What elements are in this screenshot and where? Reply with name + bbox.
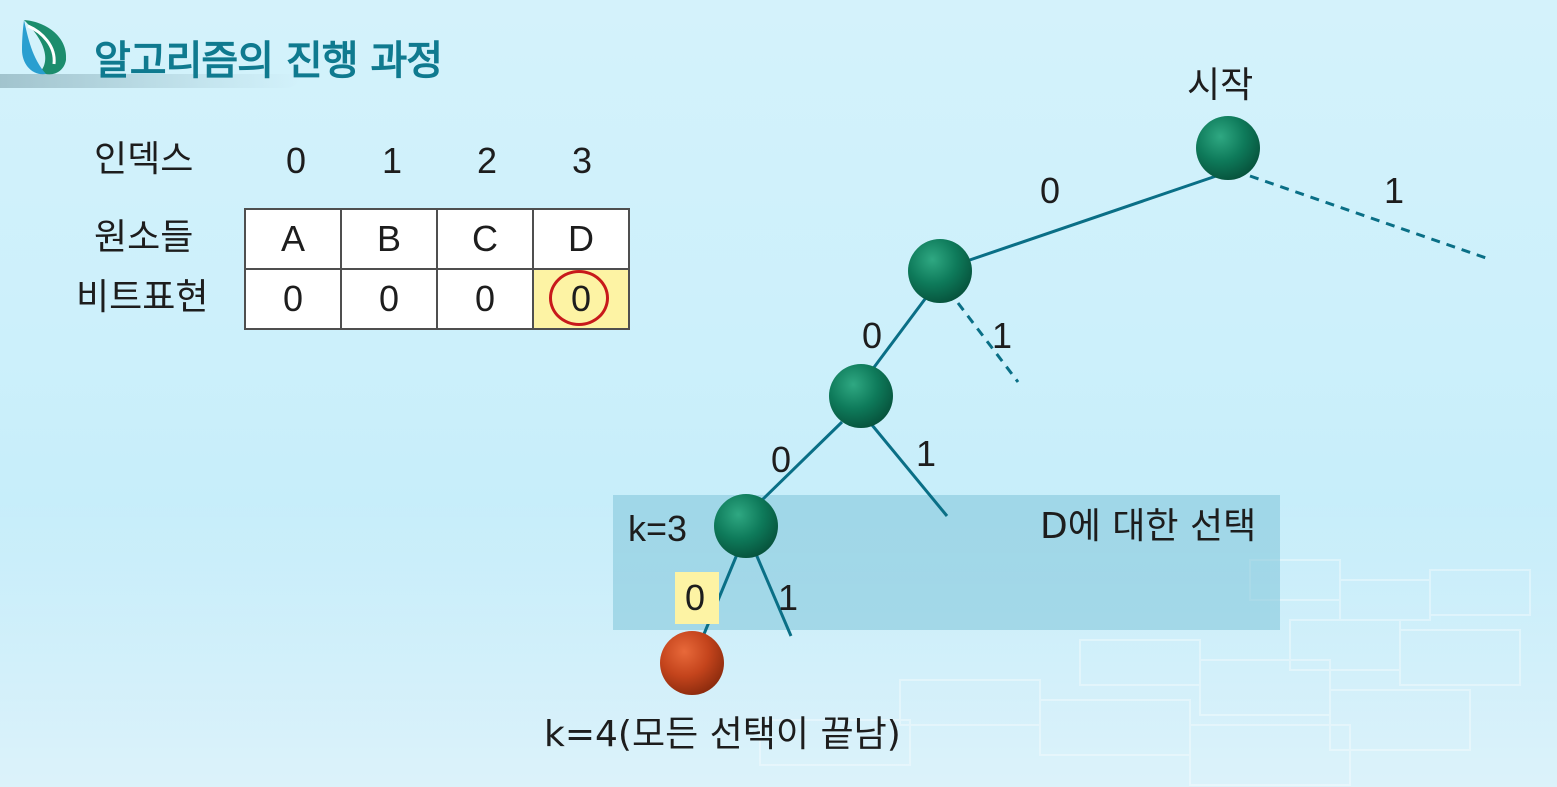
index-value: 1 (382, 140, 403, 181)
edge-label: 0 (862, 315, 882, 356)
start-label: 시작 (1187, 65, 1253, 106)
element-cell: A (244, 208, 342, 270)
tree-node-k3 (714, 494, 778, 558)
element-cell: C (436, 208, 534, 270)
edge-label: 0 (771, 439, 791, 480)
title-underline (0, 74, 300, 88)
bit-cell: 0 (436, 268, 534, 330)
index-value: 2 (477, 140, 498, 181)
chosen-edge-highlight (675, 572, 719, 624)
element-cell: D (532, 208, 630, 270)
edge-label: 1 (778, 577, 798, 618)
edge-n2-left (758, 420, 844, 504)
edge-label: 1 (992, 315, 1012, 356)
bit-cell-highlighted: 0 (532, 268, 630, 330)
index-value: 3 (572, 140, 593, 181)
edge-root-left (957, 170, 1229, 266)
tree-node-end (660, 631, 724, 695)
k3-label: k=3 (628, 508, 687, 549)
page-title: 알고리즘의 진행 과정 (94, 38, 443, 84)
current-bit-circle (549, 270, 609, 326)
bit-cell: 0 (340, 268, 438, 330)
elements-row: A B C D (244, 208, 630, 270)
edge-n2-right (870, 424, 949, 517)
tree-node-level1 (908, 239, 972, 303)
edge-label: 1 (1384, 170, 1404, 211)
edge-n3-right (754, 553, 793, 637)
edge-label: 0 (685, 577, 705, 618)
title-area: 알고리즘의 진행 과정 (0, 12, 560, 92)
edge-root-right (1249, 174, 1487, 260)
edge-n1-right (956, 302, 1020, 383)
element-cell: B (340, 208, 438, 270)
edge-n1-left (870, 294, 930, 371)
end-label: k=4(모든 선택이 끝남) (544, 714, 901, 755)
bits-row: 0 0 0 0 (244, 268, 630, 330)
index-row-label: 인덱스 (94, 139, 194, 180)
selection-label: D에 대한 선택 (1040, 506, 1256, 547)
bit-cell: 0 (244, 268, 342, 330)
index-value: 0 (286, 140, 307, 181)
tree-node-level2 (829, 364, 893, 428)
edge-label: 0 (1040, 170, 1060, 211)
bits-row-label: 비트표현 (76, 277, 209, 318)
logo-icon (22, 20, 67, 75)
bits-table: A B C D 0 0 0 0 (244, 208, 630, 330)
edge-label: 1 (916, 433, 936, 474)
elements-row-label: 원소들 (94, 217, 194, 258)
tree-node-root (1196, 116, 1260, 180)
